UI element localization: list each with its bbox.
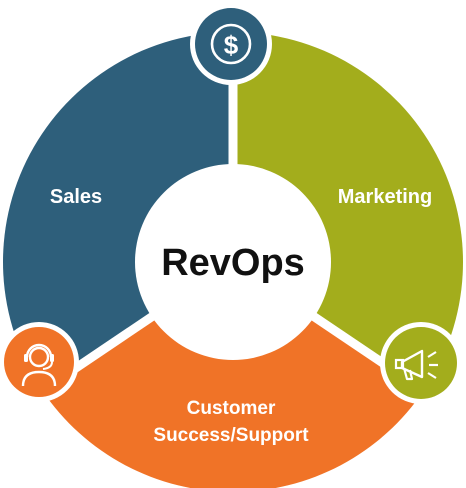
sales-label: Sales xyxy=(50,186,102,208)
dollar-icon: $ xyxy=(190,3,272,85)
headset-user-icon xyxy=(0,322,79,402)
center-hub xyxy=(135,164,331,360)
sales-segment xyxy=(2,32,234,391)
marketing-segment xyxy=(233,32,463,391)
customer-success-support-segment xyxy=(42,262,424,488)
megaphone-icon xyxy=(380,322,462,404)
support-label-line-1: Customer xyxy=(187,398,276,419)
marketing-label: Marketing xyxy=(338,186,432,208)
support-label-line-2: Success/Support xyxy=(153,425,309,446)
svg-text:$: $ xyxy=(224,30,239,60)
center-label: RevOps xyxy=(161,242,305,284)
